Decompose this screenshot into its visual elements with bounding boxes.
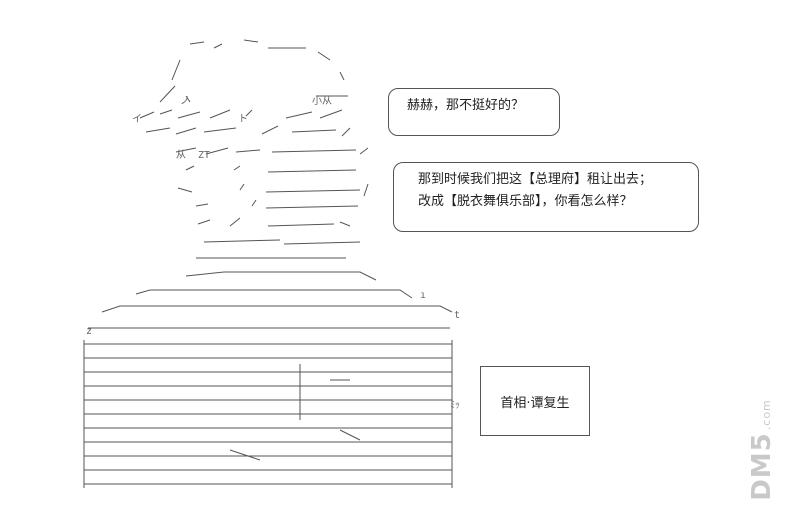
svg-text:ノ: ノ (180, 96, 190, 107)
watermark-sub: .com (760, 399, 774, 431)
character-caption: 首相·谭复生 (480, 366, 590, 436)
watermark-logo: DM5.com (742, 395, 782, 505)
svg-text:ト: ト (238, 114, 248, 125)
svg-text:小从: 小从 (312, 95, 332, 107)
svg-text:ı: ı (420, 290, 426, 301)
caption-text: 首相·谭复生 (500, 395, 570, 411)
svg-text:t: t (454, 310, 460, 321)
svg-text:ZT: ZT (198, 150, 210, 161)
svg-text:イ: イ (132, 114, 142, 125)
speech-line: 赫赫，那不挺好的？ (407, 98, 525, 113)
watermark-main: DM5 (747, 432, 778, 501)
speech-line: 改成【脱衣舞俱乐部】，你看怎么样？ (418, 194, 633, 209)
speech-line: 那到时候我们把这【总理府】租让出去； (418, 172, 653, 187)
svg-text:ﾐｯ: ﾐｯ (450, 400, 460, 411)
svg-text:z: z (86, 326, 92, 337)
speech-bubble-1: 赫赫，那不挺好的？ (388, 88, 560, 136)
speech-bubble-2: 那到时候我们把这【总理府】租让出去； 改成【脱衣舞俱乐部】，你看怎么样？ (393, 162, 699, 232)
svg-text:从: 从 (176, 150, 186, 161)
